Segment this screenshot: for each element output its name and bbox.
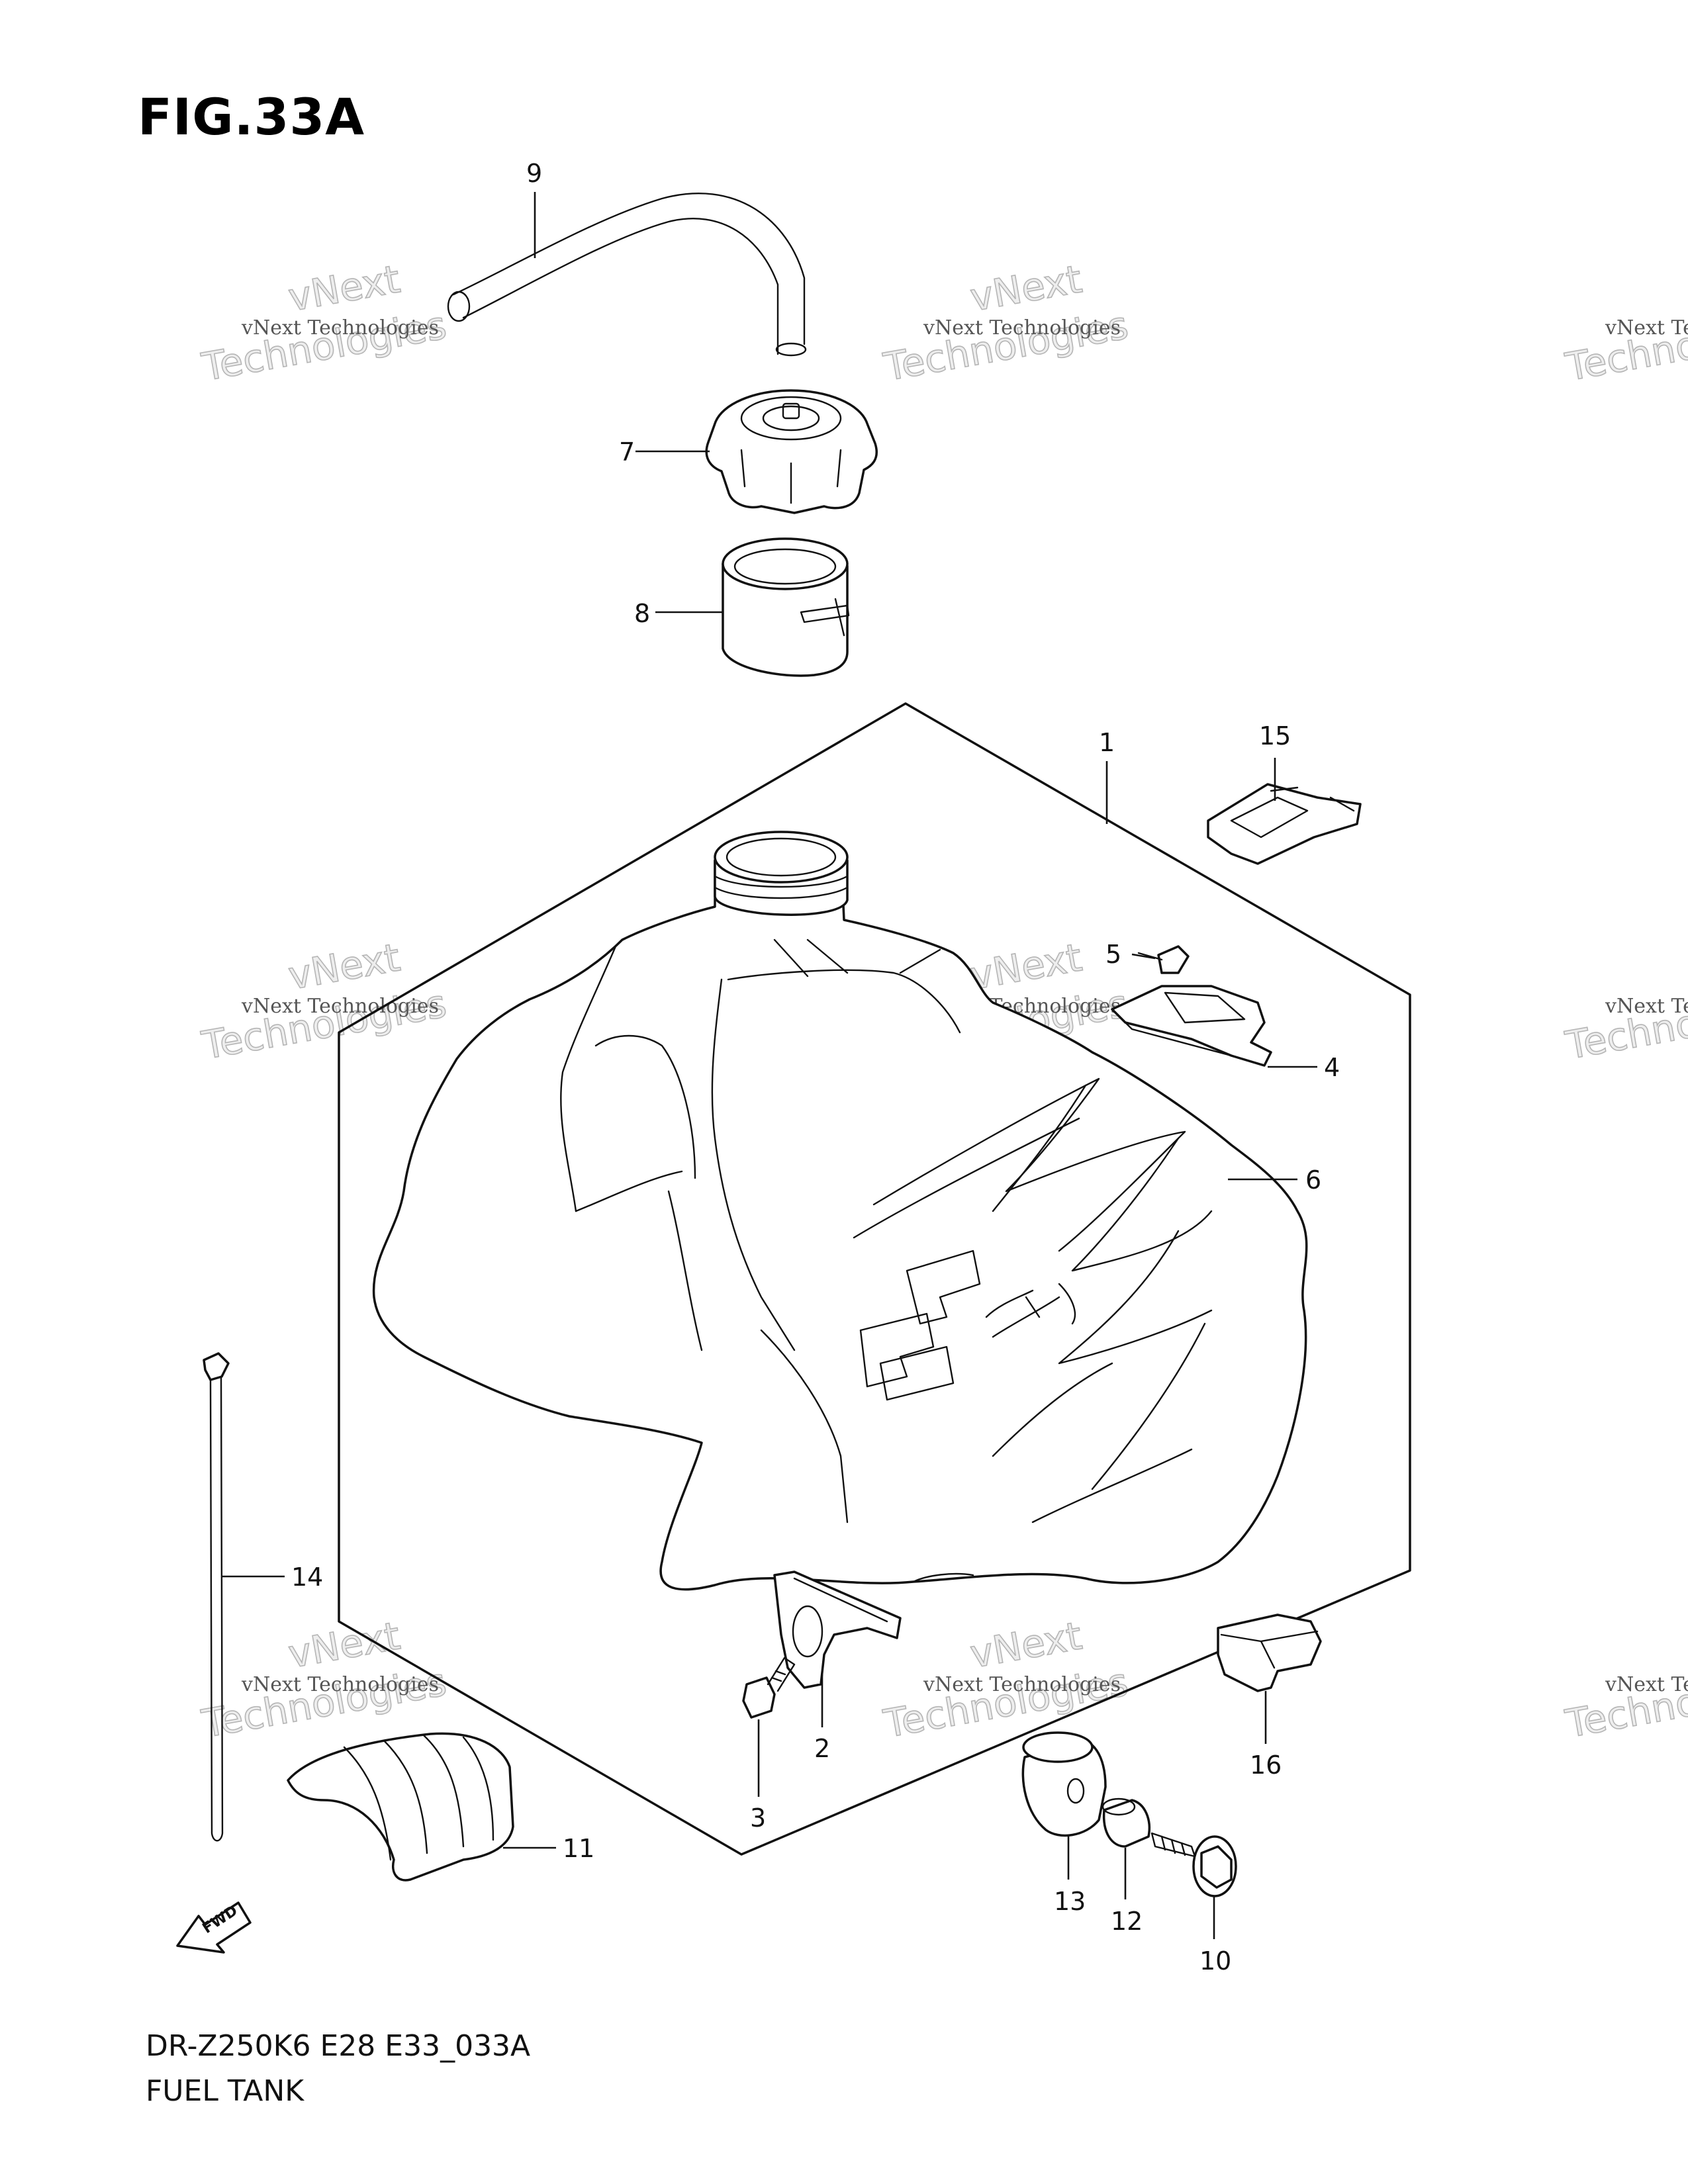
watermark-text: vNext xyxy=(967,256,1086,320)
callout-7: 7 xyxy=(619,437,635,467)
watermark-text: vNext Technologies xyxy=(1605,995,1688,1018)
watermark-text: vNext xyxy=(285,256,404,320)
callout-10: 10 xyxy=(1199,1946,1231,1976)
model-code: DR-Z250K6 E28 E33_033A xyxy=(146,2029,531,2063)
watermark-text: vNext Technologies xyxy=(923,1673,1121,1696)
watermark-text: vNext Technologies xyxy=(241,316,439,340)
watermark-text: vNext Technologies xyxy=(241,1673,439,1696)
watermark-bottom-left: Technologies vNext vNext Technologies xyxy=(198,1613,450,1747)
callout-13: 13 xyxy=(1054,1887,1086,1916)
watermark-text: vNext xyxy=(967,934,1086,998)
watermark-right-edge-mid: Technologies vNext Technologies xyxy=(1562,980,1688,1068)
callout-16: 16 xyxy=(1250,1751,1282,1780)
fwd-arrow-icon: FWD xyxy=(176,1901,252,1954)
watermark-text: vNext xyxy=(285,934,404,998)
watermark-text: vNext xyxy=(285,1613,404,1676)
watermark-text: vNext xyxy=(967,1613,1086,1676)
callout-3: 3 xyxy=(750,1803,766,1833)
leader-lines xyxy=(222,192,1317,1939)
callout-15: 15 xyxy=(1259,721,1291,751)
watermark-text: Technologies xyxy=(880,302,1132,390)
watermark-text: Technologies xyxy=(1562,981,1688,1068)
watermark-right-edge-bottom: Technologies vNext Technologies xyxy=(1562,1659,1688,1747)
watermark-top-left: Technologies vNext vNext Technologies xyxy=(198,256,450,390)
watermark-text: Technologies xyxy=(199,981,450,1068)
footer: DR-Z250K6 E28 E33_033A FUEL TANK xyxy=(146,2024,530,2114)
callout-numbers: 9 7 8 1 15 5 4 6 14 2 3 16 11 13 12 10 xyxy=(291,159,1340,1976)
callout-4: 4 xyxy=(1324,1053,1340,1082)
tank-filler-neck xyxy=(714,831,849,916)
flange-bolt-3 xyxy=(742,1657,796,1719)
callout-8: 8 xyxy=(634,599,650,628)
watermark-top-center: Technologies vNext vNext Technologies xyxy=(880,256,1132,390)
mounting-bracket-2 xyxy=(773,1570,902,1689)
assembly-outline xyxy=(338,702,1411,1856)
grommet-13 xyxy=(1021,1731,1107,1837)
tank-clip-15 xyxy=(1207,783,1362,865)
cushion-11 xyxy=(287,1732,514,1882)
cushion-16 xyxy=(1217,1614,1322,1692)
suzuki-s-logo xyxy=(859,1250,981,1401)
watermark-text: vNext Technologies xyxy=(1605,1673,1688,1696)
fuel-tank-body xyxy=(372,834,1308,1591)
watermark-text: Technologies xyxy=(1562,1659,1688,1747)
figure-title: FIG.33A xyxy=(138,87,365,146)
watermark-text: vNext Technologies xyxy=(1605,316,1688,340)
fuel-cap xyxy=(705,389,878,514)
callout-1: 1 xyxy=(1099,728,1115,757)
watermark-right-edge-top: Technologies vNext Technologies xyxy=(1562,302,1688,390)
watermark-text: Technologies xyxy=(199,302,450,390)
callout-5: 5 xyxy=(1105,940,1121,969)
callout-6: 6 xyxy=(1305,1165,1321,1195)
filler-neck-band xyxy=(722,537,850,677)
callout-14: 14 xyxy=(291,1563,323,1592)
callout-2: 2 xyxy=(814,1734,830,1763)
watermark-text: vNext Technologies xyxy=(241,995,439,1018)
tank-emblem-graphic xyxy=(853,1077,1213,1524)
watermark-text: vNext Technologies xyxy=(923,316,1121,340)
watermark-text: Technologies xyxy=(1562,302,1688,390)
collar-12 xyxy=(1102,1797,1150,1848)
bolt-5 xyxy=(1137,945,1190,974)
watermark-bottom-center: Technologies vNext vNext Technologies xyxy=(880,1613,1132,1747)
flange-bolt-10 xyxy=(1150,1832,1237,1897)
figure-caption: FUEL TANK xyxy=(146,2074,305,2108)
watermark-text: Technologies xyxy=(199,1659,450,1747)
breather-hose xyxy=(447,193,807,357)
bracket-4 xyxy=(1111,985,1272,1067)
watermark-mid-left: Technologies vNext vNext Technologies xyxy=(198,934,450,1069)
watermark-text: Technologies xyxy=(880,1659,1132,1747)
leader-5 xyxy=(1131,953,1156,960)
cable-tie-14 xyxy=(203,1352,230,1842)
callout-11: 11 xyxy=(563,1834,594,1863)
callout-12: 12 xyxy=(1111,1907,1143,1936)
callout-9: 9 xyxy=(526,159,542,188)
